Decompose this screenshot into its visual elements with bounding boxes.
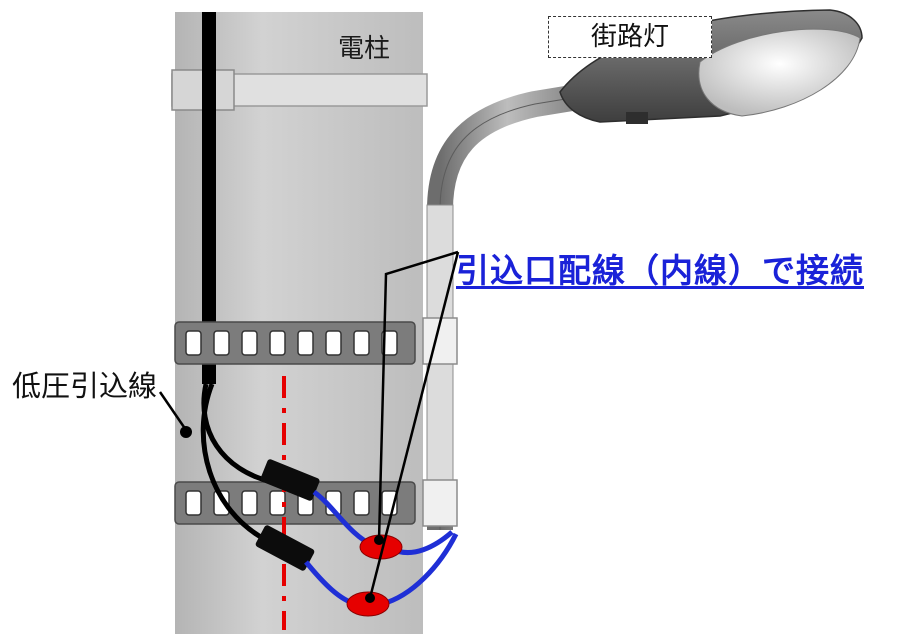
band-slot (213, 330, 230, 356)
pole-label: 電柱 (338, 34, 391, 64)
service-drop-label: 低圧引込線 (12, 369, 158, 403)
callout-leader-1 (377, 250, 459, 541)
callout-leader-2 (368, 251, 460, 599)
band-slots (185, 330, 398, 516)
splice-point-2 (346, 591, 390, 617)
band-slot (185, 490, 202, 516)
service-drop-dot (180, 426, 192, 438)
band-slot (353, 330, 370, 356)
lamp-latch (626, 112, 648, 124)
band-slot (241, 330, 258, 356)
mounting-band-upper (174, 321, 416, 365)
callout-dot-2 (365, 593, 375, 603)
band-slot (381, 330, 398, 356)
branch-wire-2 (200, 383, 268, 543)
street-light-pipe (426, 204, 454, 526)
blue-wire-2b (381, 532, 459, 607)
service-drop-cable (202, 12, 216, 384)
band-slot (213, 490, 230, 516)
band-slot (353, 490, 370, 516)
lamp-globe (698, 28, 861, 117)
pipe-collar-bottom (422, 479, 458, 527)
band-slot (241, 490, 258, 516)
branch-wire-1 (201, 383, 273, 485)
cable-connector-1 (260, 459, 320, 501)
indoor-wiring-label: 引込口配線（内線）で接続 (456, 251, 864, 290)
callout-dot-1 (374, 535, 384, 545)
service-drop-leader (158, 391, 188, 431)
band-slot (297, 330, 314, 356)
band-slot (269, 330, 286, 356)
band-slot (185, 330, 202, 356)
street-light-arm-edge (439, 94, 591, 530)
band-slot (325, 330, 342, 356)
cable-connector-2 (255, 525, 315, 571)
street-light-arm (427, 82, 593, 530)
street-light-label: 街路灯 (548, 16, 712, 58)
